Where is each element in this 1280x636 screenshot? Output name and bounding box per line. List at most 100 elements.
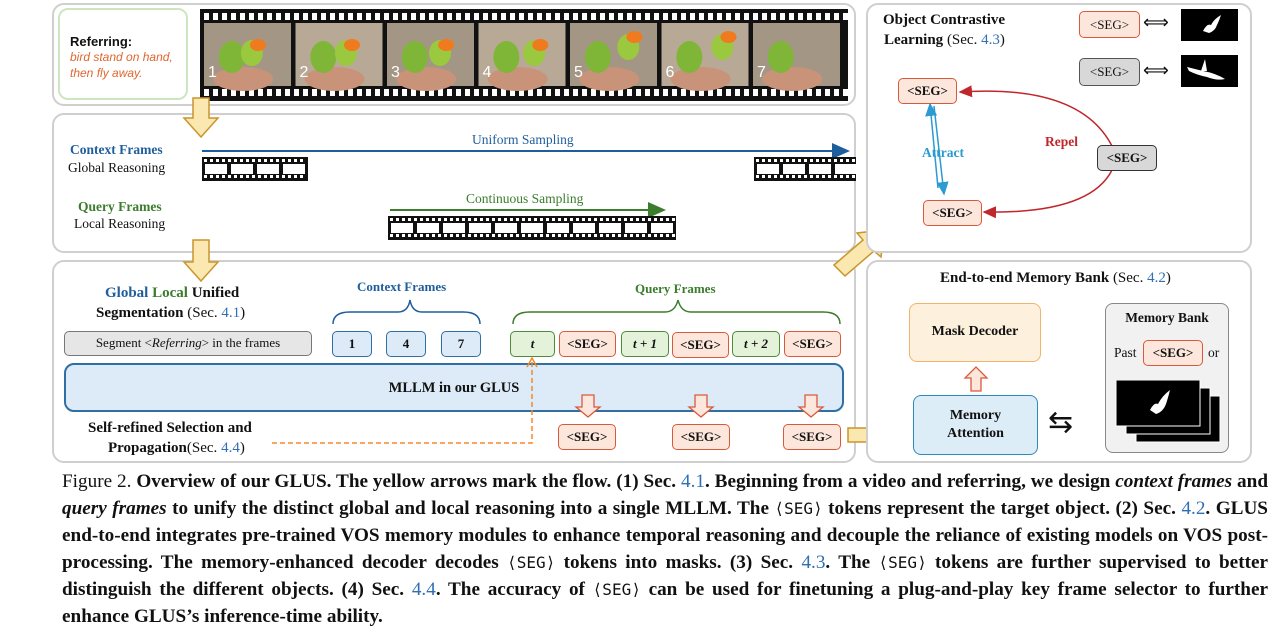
seg-token-2: <SEG> — [672, 332, 729, 358]
prompt-referring: Referring — [151, 335, 202, 350]
contrastive-sec-link[interactable]: 4.3 — [981, 32, 1000, 48]
memory-sec-prefix: (Sec. — [1109, 270, 1148, 286]
contrastive-seg-bottom: <SEG> — [923, 200, 982, 226]
memory-title: End-to-end Memory Bank (Sec. 4.2) — [940, 270, 1171, 287]
uniform-sampling-label: Uniform Sampling — [472, 132, 574, 147]
video-frame: 1 — [204, 23, 291, 91]
frame-number: 7 — [757, 64, 766, 81]
mask-thumb-2 — [1181, 55, 1238, 87]
caption-num: (2) — [1115, 498, 1138, 519]
repel-arrow-bottom — [982, 169, 1113, 219]
caption-seg: ⟨SEG⟩ — [774, 499, 823, 518]
continuous-sampling-label: Continuous Sampling — [466, 191, 584, 206]
film-strip — [202, 157, 308, 181]
query-frame-token-t1: t + 1 — [621, 331, 669, 357]
caption-text: to unify the distinct global and local r… — [166, 498, 775, 519]
global-reasoning-label: Global Reasoning — [68, 160, 166, 175]
caption-num: (3) — [729, 552, 753, 573]
contrastive-title-1: Object Contrastive — [883, 12, 1006, 28]
caption-text: Sec. — [752, 552, 802, 573]
frame-number: 6 — [666, 64, 675, 81]
caption-figure-label: Figure 2. — [62, 471, 132, 492]
output-seg-token-1: <SEG> — [558, 424, 616, 450]
referring-box: Referring: bird stand on hand, then fly … — [58, 8, 188, 100]
caption-sec-link[interactable]: 4.4 — [411, 579, 436, 600]
glus-sec-link[interactable]: 4.1 — [221, 305, 241, 321]
sampling-diagram — [202, 143, 856, 240]
caption-num: (1) — [616, 471, 639, 492]
selfref-sec-link[interactable]: 4.4 — [221, 440, 240, 456]
seg-token-1: <SEG> — [559, 331, 616, 357]
mllm-box: MLLM in our GLUS — [64, 363, 844, 412]
contrastive-seg-right: <SEG> — [1097, 145, 1157, 171]
video-frame: 7 — [753, 23, 840, 91]
down-arrows — [574, 394, 825, 418]
video-frame: 5 — [570, 23, 657, 91]
context-frame-token-4: 4 — [386, 331, 426, 357]
glus-title-line1: Global Local Unified — [105, 285, 239, 302]
caption-text: Sec. — [638, 471, 681, 492]
memory-bank-title: Memory Bank — [1125, 310, 1209, 325]
selfref-line1: Self-refined Selection and — [88, 420, 252, 436]
selfref-sec-suffix: ) — [239, 440, 245, 456]
caption-text: . The accuracy of — [435, 579, 593, 600]
contrastive-seg-top: <SEG> — [898, 78, 957, 104]
caption-sec-link[interactable]: 4.3 — [801, 552, 826, 573]
query-frames-label: Query Frames — [635, 281, 716, 296]
glus-title-segmentation: Segmentation — [96, 305, 184, 321]
contrastive-title-learning: Learning — [884, 32, 944, 48]
mask-thumb-1 — [1181, 9, 1238, 41]
memory-bank-box: Memory Bank Past <SEG> or — [1105, 303, 1229, 453]
film-strip — [388, 216, 676, 240]
memory-past-label: Past — [1114, 345, 1137, 360]
mask-decoder-label: Mask Decoder — [931, 324, 1019, 339]
glus-title-global: Global — [105, 285, 149, 301]
referring-title: Referring: — [70, 34, 133, 49]
video-frame: 2 — [295, 23, 383, 91]
caption-seg: ⟨SEG⟩ — [878, 553, 927, 572]
memory-sec-link[interactable]: 4.2 — [1147, 270, 1166, 286]
caption-emph: context frames — [1115, 471, 1233, 492]
caption-sec-link[interactable]: 4.2 — [1181, 498, 1206, 519]
contrastive-seg-example-1: <SEG> — [1079, 11, 1140, 38]
context-frame-token-7: 7 — [441, 331, 481, 357]
figure-caption: Figure 2. Overview of our GLUS. The yell… — [62, 468, 1268, 630]
caption-text: and — [1232, 471, 1268, 492]
caption-text: Overview of our GLUS. The yellow arrows … — [131, 471, 617, 492]
caption-text: . GLUS end-to-end integrates pre-trained… — [62, 498, 1268, 573]
film-strip — [754, 157, 856, 181]
query-frames-title: Query Frames — [78, 199, 162, 214]
caption-text: . Beginning from a video and referring, … — [704, 471, 1116, 492]
video-frame: 3 — [387, 23, 474, 91]
attract-arrow-2 — [933, 105, 949, 196]
equivalence-arrow-1: ⟺ — [1143, 12, 1169, 33]
frame-number: 4 — [483, 64, 492, 81]
video-frame: 4 — [478, 23, 566, 91]
context-frame-token-1: 1 — [332, 331, 372, 357]
selfref-line2: Propagation(Sec. 4.4) — [108, 440, 245, 457]
context-brace — [332, 299, 481, 325]
memory-seg-token: <SEG> — [1143, 340, 1203, 366]
memory-or-label: or — [1208, 345, 1220, 360]
glus-braces — [332, 299, 841, 325]
glus-title-unified: Unified — [191, 285, 240, 301]
dashed-feedback-arrow — [272, 361, 533, 444]
prompt-prefix: Segment < — [95, 335, 152, 350]
caption-seg: ⟨SEG⟩ — [507, 553, 556, 572]
contrastive-sec-suffix: ) — [999, 32, 1005, 48]
contrastive-sec-prefix: (Sec. — [943, 32, 982, 48]
selfref-propagation: Propagation — [108, 440, 187, 456]
output-seg-token-2: <SEG> — [672, 424, 730, 450]
memory-mask-stack — [1115, 380, 1221, 443]
caption-text: tokens are further supervised to better … — [62, 552, 1269, 600]
query-frame-token-t: t — [510, 331, 555, 357]
caption-text: tokens into masks. — [555, 552, 730, 573]
context-frames-label: Context Frames — [357, 279, 447, 294]
frame-number: 1 — [208, 64, 217, 81]
glus-sec-suffix: ) — [240, 305, 246, 321]
caption-seg: ⟨SEG⟩ — [592, 580, 641, 599]
frame-number: 2 — [300, 64, 309, 81]
caption-sec-link[interactable]: 4.1 — [680, 471, 705, 492]
equivalence-arrow-2: ⟺ — [1143, 60, 1169, 81]
decoder-up-arrow — [963, 366, 989, 392]
